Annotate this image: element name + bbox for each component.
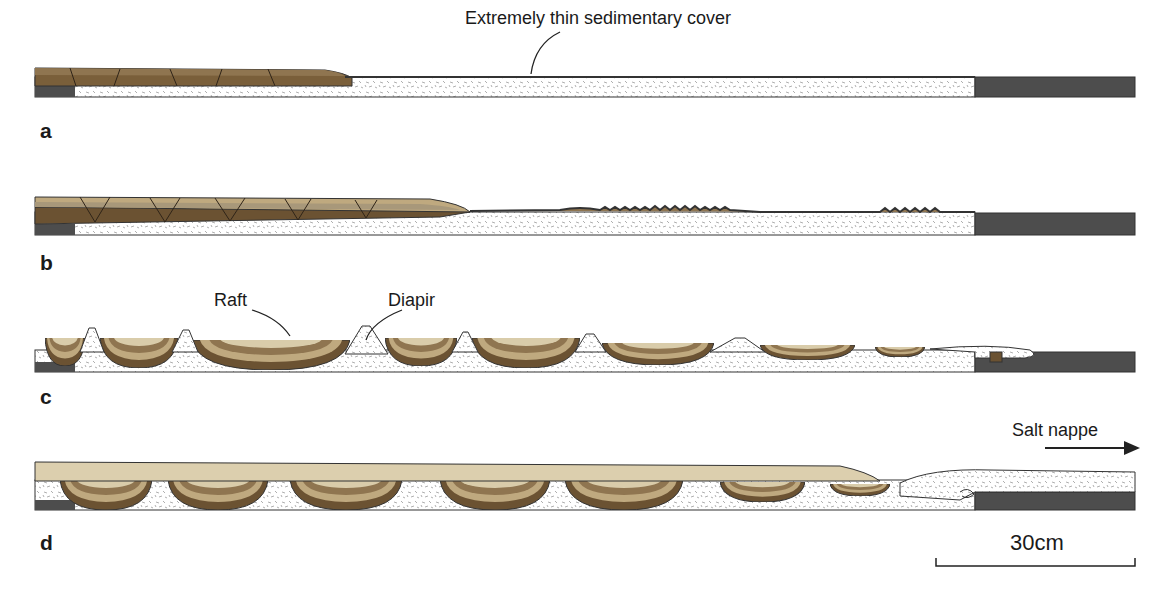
section-part [960,489,974,497]
section-part [975,492,1135,510]
section-part [35,68,345,76]
section-part [936,558,1135,566]
scale-label: 30cm [1010,530,1064,556]
section-part [575,334,606,352]
raft-block [760,345,855,360]
section-part [35,68,352,86]
callout-label: Diapir [388,290,435,312]
section-part [172,330,198,352]
panel-letter: d [40,530,53,555]
callout-label: Salt nappe [1012,420,1098,442]
raft-block [100,338,178,368]
section-part [930,346,1034,358]
section-part [80,326,765,354]
scale-bar [936,558,1135,566]
raft-block [440,480,550,510]
leader-lines [252,32,560,340]
section-part [70,68,275,86]
raft-block [45,338,85,366]
section-part [975,213,1135,235]
flow-arrow [1045,441,1140,455]
panel-letter: c [40,384,52,409]
section-part [900,470,1135,500]
section-part [80,197,377,222]
section-part [35,197,470,212]
section-part [710,338,765,352]
section-part [470,206,975,212]
callout-label: Extremely thin sedimentary cover [465,8,731,30]
raft-block [60,480,152,510]
section-part [35,86,75,97]
raft-block [290,480,402,510]
section-part [35,224,75,235]
section-part [975,77,1135,97]
raft-block [602,343,714,365]
section-part [252,310,290,336]
panel-c-section [35,326,1135,372]
section-part [1045,447,1128,449]
panel-d-section [35,462,1135,510]
callout-label: Raft [214,290,247,312]
section-part [35,462,880,481]
raft-block [720,482,805,502]
raft-block [875,347,925,357]
section-part [1124,441,1140,455]
panel-a-section [35,68,1135,97]
section-part [452,332,478,352]
section-part [35,202,460,210]
section-part [366,310,402,340]
raft-block [830,484,890,496]
raft-block [565,480,683,510]
section-part [975,352,1135,372]
section-part [531,32,560,74]
panel-letter: b [40,250,53,275]
section-part [35,500,75,510]
raft-block [168,480,268,510]
raft-block [192,340,350,370]
section-part [80,328,104,352]
raft-block [472,338,580,368]
panel-letter: a [40,118,52,143]
raft-block [385,338,457,366]
section-part [345,76,975,78]
section-part [990,352,1002,362]
panel-b-section [35,197,1135,235]
section-part [35,480,975,510]
